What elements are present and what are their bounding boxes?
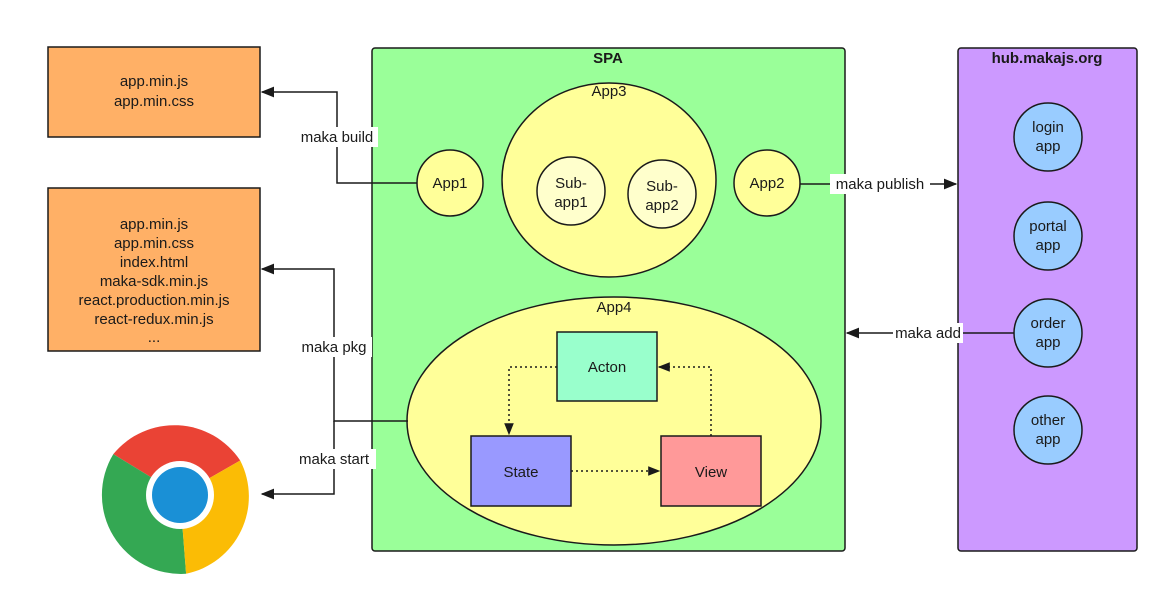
sub-app1-node: Sub- app1: [536, 156, 606, 226]
spa-title: SPA: [593, 50, 623, 67]
build-file-1: app.min.js: [120, 73, 188, 90]
app1-label: App1: [432, 175, 467, 192]
action-box: Acton: [556, 331, 658, 402]
sub-app2-line1: Sub-: [646, 178, 678, 195]
other-app-line1: other: [1031, 412, 1065, 429]
sub-app1-line2: app1: [554, 194, 587, 211]
sub-app1-line1: Sub-: [555, 175, 587, 192]
build-file-2: app.min.css: [114, 93, 194, 110]
pkg-file-4: maka-sdk.min.js: [100, 273, 208, 290]
pkg-file-3: index.html: [120, 254, 188, 271]
view-label: View: [695, 464, 727, 481]
maka-add-label: maka add: [895, 325, 961, 342]
action-to-state-arrow: [504, 366, 557, 436]
state-label: State: [503, 464, 538, 481]
hub-app-order: order app: [1013, 298, 1083, 368]
portal-app-line2: app: [1035, 237, 1060, 254]
portal-app-line1: portal: [1029, 218, 1067, 235]
hub-app-other: other app: [1013, 395, 1083, 465]
hub-title: hub.makajs.org: [992, 50, 1103, 67]
view-box: View: [660, 435, 762, 507]
other-app-line2: app: [1035, 431, 1060, 448]
order-app-line1: order: [1030, 315, 1065, 332]
pkg-file-5: react.production.min.js: [79, 292, 230, 309]
hub-container: hub.makajs.org login app portal app orde…: [957, 47, 1138, 552]
app2-label: App2: [749, 175, 784, 192]
app2-node: App2: [733, 149, 801, 217]
pkg-output-box: app.min.js app.min.css index.html maka-s…: [47, 187, 261, 352]
build-output-box: app.min.js app.min.css: [47, 46, 261, 138]
pkg-file-7: ...: [148, 329, 161, 346]
pkg-file-2: app.min.css: [114, 235, 194, 252]
sub-app2-line2: app2: [645, 197, 678, 214]
login-app-line1: login: [1032, 119, 1064, 136]
maka-build-label: maka build: [301, 129, 374, 146]
action-label: Acton: [588, 359, 626, 376]
hub-app-portal: portal app: [1013, 201, 1083, 271]
sub-app2-node: Sub- app2: [627, 159, 697, 229]
app4-node: App4 Acton State View: [406, 296, 822, 546]
order-app-line2: app: [1035, 334, 1060, 351]
login-app-line2: app: [1035, 138, 1060, 155]
state-box: State: [470, 435, 572, 507]
pkg-file-1: app.min.js: [120, 216, 188, 233]
maka-publish-label: maka publish: [836, 176, 924, 193]
app1-node: App1: [416, 149, 484, 217]
app4-label: App4: [596, 299, 631, 316]
maka-start-label: maka start: [299, 451, 370, 468]
maka-start-arrow: [260, 421, 335, 500]
chrome-icon: [101, 425, 249, 574]
maka-pkg-label: maka pkg: [301, 339, 366, 356]
app3-label: App3: [591, 83, 626, 100]
app3-node: App3 Sub- app1 Sub- app2: [501, 82, 717, 278]
hub-app-login: login app: [1013, 102, 1083, 172]
pkg-file-6: react-redux.min.js: [94, 311, 213, 328]
